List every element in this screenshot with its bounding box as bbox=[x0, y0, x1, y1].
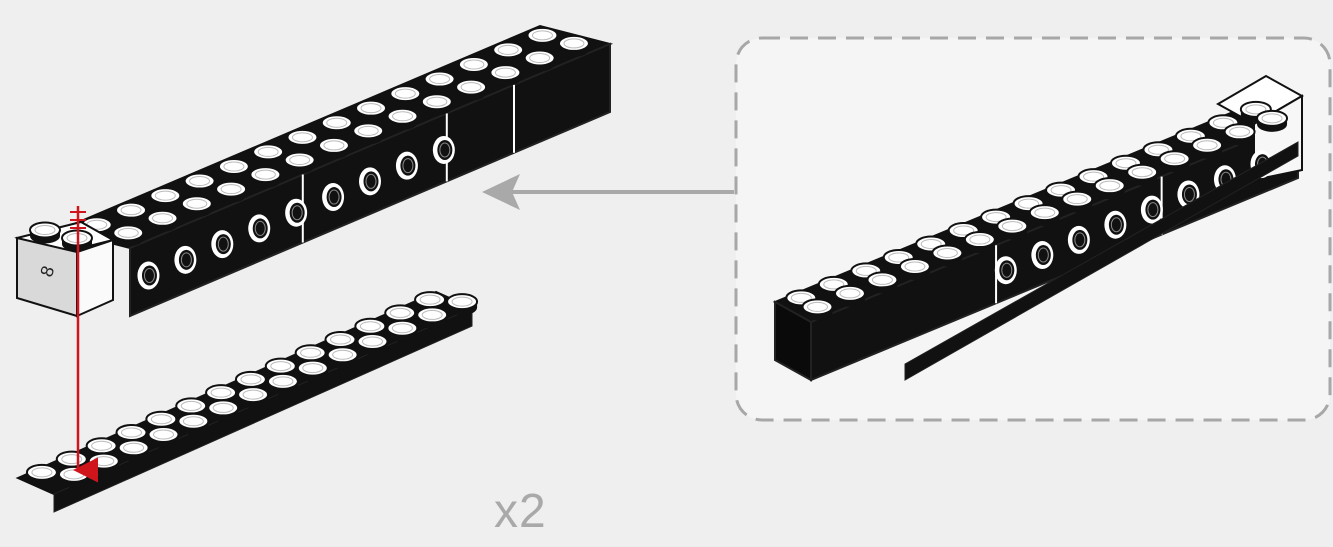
callout-stud bbox=[963, 231, 996, 255]
plate-stud bbox=[177, 412, 210, 436]
beam-hole bbox=[432, 135, 456, 165]
callout-stud bbox=[898, 257, 931, 281]
callout-hole bbox=[1067, 225, 1091, 255]
beam-stud bbox=[149, 187, 182, 211]
callout-assembled-beam bbox=[772, 74, 1305, 382]
beam-stud bbox=[320, 114, 353, 138]
beam-stud bbox=[115, 201, 148, 225]
upper-beam-assembly bbox=[56, 24, 614, 318]
plate-stud bbox=[237, 386, 270, 410]
plate-stud bbox=[416, 306, 449, 330]
beam-stud bbox=[352, 122, 385, 146]
lower-plate bbox=[15, 290, 479, 513]
beam-stud bbox=[355, 99, 388, 123]
callout-stud bbox=[996, 217, 1029, 241]
callout-stud bbox=[866, 271, 899, 295]
beam-hole bbox=[395, 151, 419, 181]
callout-stud bbox=[1256, 109, 1289, 133]
beam-stud bbox=[183, 172, 216, 196]
beam-stud bbox=[317, 136, 350, 160]
callout-hole bbox=[1103, 210, 1127, 240]
callout-hole bbox=[994, 255, 1018, 285]
beam-stud bbox=[283, 151, 316, 175]
beam-stud bbox=[146, 209, 179, 233]
beam-stud bbox=[492, 41, 525, 65]
beam-hole bbox=[284, 198, 308, 228]
callout-stud bbox=[931, 244, 964, 268]
callout-stud bbox=[833, 284, 866, 308]
beam-stud bbox=[215, 180, 248, 204]
beam-stud bbox=[420, 93, 453, 117]
beam-stud bbox=[180, 195, 213, 219]
beam-stud bbox=[423, 70, 456, 94]
beam-stud bbox=[557, 34, 590, 58]
beam-hole bbox=[358, 166, 382, 196]
plate-stud bbox=[87, 452, 120, 476]
plate-stud bbox=[57, 465, 90, 489]
beam-stud bbox=[112, 224, 145, 248]
beam-stud bbox=[526, 26, 559, 50]
beam-stud bbox=[286, 128, 319, 152]
beam-hole bbox=[321, 182, 345, 212]
callout-stud bbox=[1028, 204, 1061, 228]
callout-arrow-icon bbox=[482, 174, 734, 210]
callout-stud bbox=[1223, 123, 1256, 147]
beam-hole bbox=[210, 229, 234, 259]
quantity-multiplier: x2 bbox=[494, 485, 547, 538]
beam-hole bbox=[173, 245, 197, 275]
callout-hole bbox=[1030, 240, 1054, 270]
beam-stud bbox=[523, 49, 556, 73]
beam-hole bbox=[136, 261, 160, 291]
callout-stud bbox=[801, 298, 834, 322]
plate-stud bbox=[386, 319, 419, 343]
beam-stud bbox=[386, 107, 419, 131]
plate-stud bbox=[356, 333, 389, 356]
beam-stud bbox=[389, 85, 422, 109]
beam-stud bbox=[455, 78, 488, 102]
plate-stud bbox=[147, 426, 180, 449]
plate-stud bbox=[326, 346, 359, 370]
callout-stud bbox=[1158, 150, 1191, 174]
callout-stud bbox=[1191, 136, 1224, 160]
beam-stud bbox=[252, 143, 285, 167]
callout-hole bbox=[1140, 195, 1164, 225]
plate-stud bbox=[296, 359, 329, 383]
plate-stud bbox=[207, 399, 240, 423]
plate-stud bbox=[25, 463, 58, 487]
callout-stud bbox=[1061, 190, 1094, 214]
beam-hole bbox=[247, 213, 271, 243]
beam-stud bbox=[489, 64, 522, 88]
placement-guide-arrow-icon bbox=[70, 206, 98, 483]
plate-stud bbox=[117, 439, 150, 463]
beam-stud bbox=[249, 166, 282, 190]
plate-stud bbox=[446, 293, 479, 317]
callout-stud bbox=[1093, 177, 1126, 201]
plate-stud bbox=[266, 372, 299, 396]
beam-stud bbox=[457, 55, 490, 79]
callout-stud bbox=[1126, 163, 1159, 187]
beam-stud bbox=[217, 157, 250, 181]
